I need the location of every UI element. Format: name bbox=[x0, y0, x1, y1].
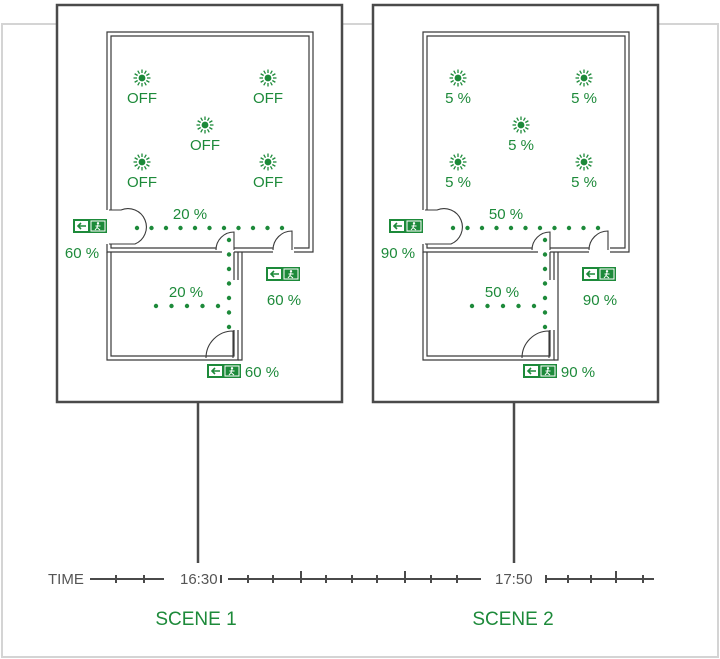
sun-light-icon bbox=[259, 69, 277, 87]
exit-level-right: 90 % bbox=[583, 292, 617, 309]
scene-2-panel: 5 % 5 % 5 % 5 % 5 % 50 % 50 % 90 % 90 % 90 % bbox=[371, 3, 660, 404]
escape-path-vertical bbox=[542, 237, 548, 330]
escape-path-upper bbox=[450, 225, 601, 231]
sun-light-icon bbox=[575, 69, 593, 87]
escape-path-level-lower: 20 % bbox=[169, 284, 203, 301]
timeline-time-2: 17:50 bbox=[495, 571, 533, 588]
escape-path-level-lower: 50 % bbox=[485, 284, 519, 301]
light-level-label: 5 % bbox=[445, 90, 471, 107]
timeline-label: TIME bbox=[48, 571, 84, 588]
timeline: TIME 16:30 17:50 bbox=[48, 571, 654, 588]
light-level-label: OFF bbox=[253, 90, 283, 107]
escape-path-lower bbox=[469, 303, 537, 309]
sun-light-icon bbox=[449, 69, 467, 87]
scene-1-panel: OFF OFF OFF OFF OFF 20 % 20 % 60 % 60 % 60 % bbox=[55, 3, 344, 404]
outer-frame bbox=[1, 23, 719, 658]
escape-path-vertical bbox=[226, 237, 232, 330]
light-level-label: OFF bbox=[253, 174, 283, 191]
light-level-label: 5 % bbox=[571, 174, 597, 191]
exit-level-bottom: 60 % bbox=[245, 364, 279, 381]
escape-path-lower bbox=[153, 303, 221, 309]
exit-level-right: 60 % bbox=[267, 292, 301, 309]
floor-plan-walls bbox=[106, 31, 314, 361]
light-level-label: 5 % bbox=[571, 90, 597, 107]
sun-light-icon bbox=[449, 153, 467, 171]
emergency-exit-sign-icon bbox=[582, 267, 616, 281]
emergency-exit-sign-icon bbox=[523, 364, 557, 378]
light-level-label: OFF bbox=[190, 137, 220, 154]
light-level-label: 5 % bbox=[508, 137, 534, 154]
escape-path-upper bbox=[134, 225, 285, 231]
light-level-label: OFF bbox=[127, 90, 157, 107]
sun-light-icon bbox=[259, 153, 277, 171]
panel-frame bbox=[371, 3, 660, 404]
emergency-exit-sign-icon bbox=[266, 267, 300, 281]
sun-light-icon bbox=[133, 153, 151, 171]
light-level-label: OFF bbox=[127, 174, 157, 191]
door-swing-icon bbox=[109, 208, 293, 359]
scene-1-label: SCENE 1 bbox=[155, 609, 236, 630]
panel-frame bbox=[55, 3, 344, 404]
exit-level-left: 60 % bbox=[65, 245, 99, 262]
exit-level-bottom: 90 % bbox=[561, 364, 595, 381]
sun-light-icon bbox=[512, 116, 530, 134]
scene-2-label: SCENE 2 bbox=[472, 609, 553, 630]
sun-light-icon bbox=[575, 153, 593, 171]
emergency-exit-sign-icon bbox=[389, 219, 423, 233]
emergency-exit-sign-icon bbox=[73, 219, 107, 233]
light-level-label: 5 % bbox=[445, 174, 471, 191]
timeline-ticks bbox=[115, 571, 644, 583]
floor-plan-walls bbox=[422, 31, 630, 361]
sun-light-icon bbox=[196, 116, 214, 134]
escape-path-level-upper: 50 % bbox=[489, 206, 523, 223]
timeline-time-1: 16:30 bbox=[180, 571, 218, 588]
sun-light-icon bbox=[133, 69, 151, 87]
exit-level-left: 90 % bbox=[381, 245, 415, 262]
emergency-exit-sign-icon bbox=[207, 364, 241, 378]
escape-path-level-upper: 20 % bbox=[173, 206, 207, 223]
door-swing-icon bbox=[425, 208, 609, 359]
